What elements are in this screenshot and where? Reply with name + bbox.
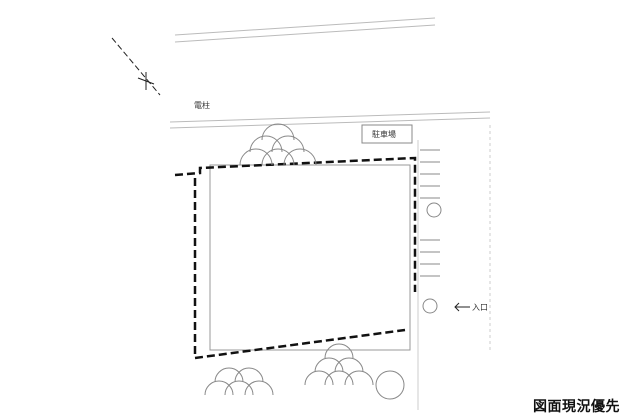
- property-boundary-west: [193, 178, 406, 360]
- tree-entrance: [422, 298, 438, 314]
- trees-south: [204, 343, 405, 400]
- parking-box: [361, 124, 413, 144]
- property-boundary: [174, 156, 417, 292]
- north-arrow-icon: [111, 37, 161, 96]
- trees-north: [239, 123, 317, 166]
- parking-stripes: [420, 149, 440, 277]
- road-right: [417, 125, 491, 410]
- entrance-label: 入口: [472, 303, 488, 312]
- parking-label: 駐車場: [372, 130, 396, 139]
- entrance-arrow-icon: [454, 302, 470, 312]
- road-top: [169, 17, 491, 129]
- tree-east: [426, 202, 442, 218]
- utility-pole-label: 電柱: [194, 101, 210, 110]
- disclaimer-note: 図面現況優先: [533, 399, 620, 415]
- building-outline: [209, 164, 411, 351]
